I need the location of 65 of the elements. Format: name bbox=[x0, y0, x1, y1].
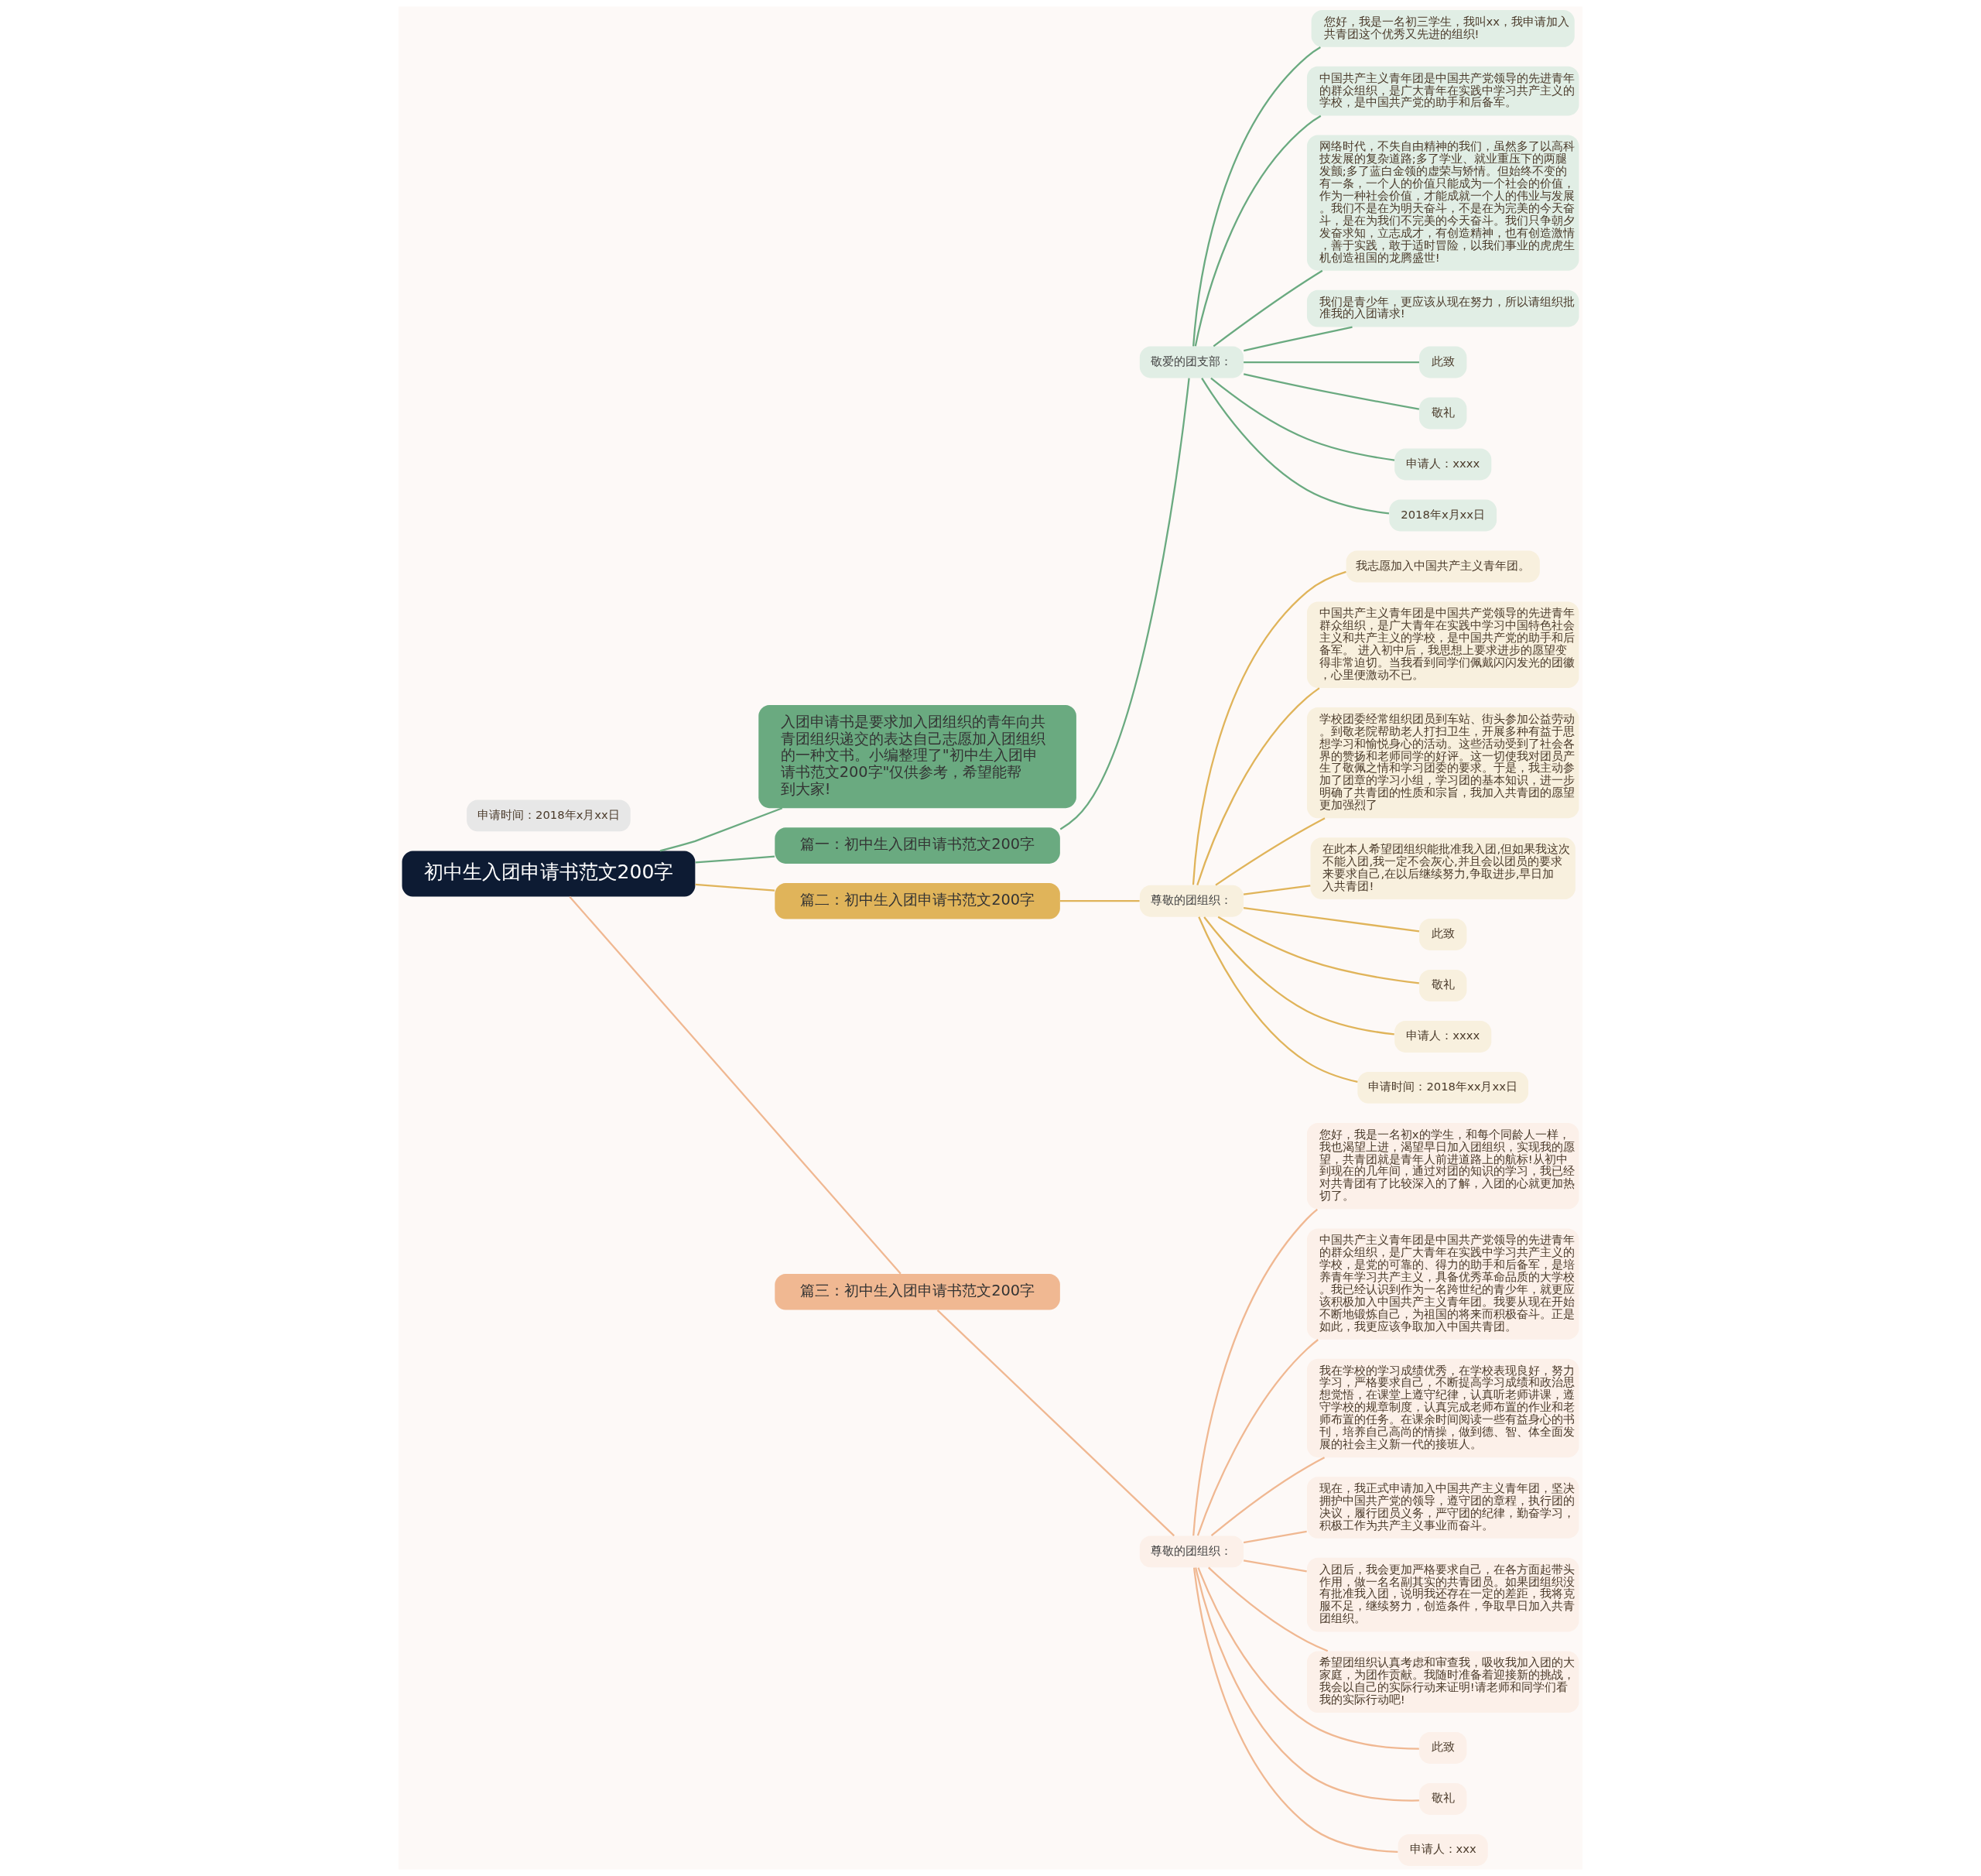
connector bbox=[695, 883, 775, 892]
connector bbox=[1213, 269, 1323, 347]
node-box: 篇二：初中生入团申请书范文200字 bbox=[775, 882, 1060, 919]
node-box: 篇一：初中生入团申请书范文200字 bbox=[775, 827, 1060, 864]
node-box: 中国共产主义青年团是中国共产党领导的先进青年的群众组织，是广大青年在实践中学习共产主义的学校，是党的可靠的、得力的助手和后备军，是培养青年学习共产主义，具备优秀革命品质的大学校。我已经认识到作为一名跨世纪的青少年，就更应该积极加入中国共产主义青年团。我要从现在开始不断地锻炼自己，为祖国的将来而积极奋斗。正是如此，我更应该争取加入中国共青团。 bbox=[1306, 1228, 1579, 1340]
node-box: 现在，我正式申请加入中国共产主义青年团，坚决拥护中国共产党的领导，遵守团的章程，执行团的决议，履行团员义务，严守团的纪律，勤奋学习，积极工作为共产主义事业而奋斗。 bbox=[1306, 1477, 1579, 1539]
connector bbox=[1244, 361, 1419, 364]
connector bbox=[1243, 906, 1420, 933]
connector bbox=[1243, 885, 1311, 895]
connector bbox=[1192, 570, 1346, 885]
connector bbox=[1198, 916, 1358, 1083]
node-box: 在此本人希望团组织能批准我入团,但如果我这次不能入团,我一定不会灰心,并且会以团员的要求来要求自己,在以后继续努力,争取进步,早日加入共青团! bbox=[1310, 837, 1576, 899]
connector bbox=[569, 896, 902, 1275]
node-box: 尊敬的团组织： bbox=[1139, 1535, 1244, 1568]
connector bbox=[1208, 1566, 1329, 1652]
node-box: 敬礼 bbox=[1419, 397, 1467, 430]
connector bbox=[1196, 687, 1320, 886]
node-box: 中国共产主义青年团是中国共产党领导的先进青年的群众组织，是广大青年在实践中学习共产主义的学校，是中国共产党的助手和后备军。 bbox=[1306, 66, 1579, 116]
connector bbox=[1201, 378, 1390, 515]
connector bbox=[1244, 326, 1353, 352]
connector bbox=[1215, 817, 1326, 886]
connector bbox=[695, 855, 775, 864]
node-box: 申请时间：2018年xx月xx日 bbox=[1357, 1071, 1529, 1104]
connector bbox=[936, 1309, 1175, 1537]
node-box: 篇三：初中生入团申请书范文200字 bbox=[775, 1273, 1060, 1310]
node-box: 此致 bbox=[1419, 918, 1467, 950]
node-box: 我志愿加入中国共产主义青年团。 bbox=[1346, 550, 1540, 583]
connector bbox=[1195, 1567, 1419, 1802]
connector bbox=[1060, 900, 1140, 902]
connector bbox=[1203, 916, 1394, 1036]
node-box: 敬礼 bbox=[1419, 969, 1467, 1001]
node-box: 我们是青少年，更应该从现在努力，所以请组织批准我的入团请求! bbox=[1306, 289, 1579, 327]
node-box: 申请人：xxxx bbox=[1394, 448, 1492, 481]
node-box: 申请人：xxx bbox=[1398, 1834, 1488, 1866]
node-box: 希望团组织认真考虑和审查我，吸收我加入团的大家庭，为团作贡献。我随时准备着迎接新的挑战，我会以自己的实际行动来证明!请老师和同学们看我的实际行动吧! bbox=[1306, 1651, 1579, 1713]
node-box: 尊敬的团组织： bbox=[1139, 885, 1244, 917]
node-box: 入团申请书是要求加入团组织的青年向共青团组织递交的表达自己志愿加入团组织的一种文书。小编整理了"初中生入团申请书范文200字"仅供参考，希望能帮到大家! bbox=[758, 705, 1076, 809]
connector bbox=[1194, 115, 1322, 347]
connector bbox=[1192, 1567, 1398, 1854]
connector bbox=[1210, 1457, 1326, 1536]
connector bbox=[1197, 1567, 1419, 1750]
connector bbox=[1210, 377, 1395, 461]
connector bbox=[659, 807, 783, 852]
node-box: 您好，我是一名初x的学生，和每个同龄人一样，我也渴望上进，渴望早日加入团组织，实现我的愿望，共青团就是青年人前进道路上的航标!从初中到现在的几年间，通过对团的知识的学习，我已经对共青团有了比较深入的了解，入团的心就更加热切了。 bbox=[1306, 1122, 1579, 1210]
connector bbox=[1243, 1559, 1307, 1573]
node-box: 我在学校的学习成绩优秀，在学校表现良好，努力学习，严格要求自己，不断提高学习成绩和政治思想觉悟，在课堂上遵守纪律，认真听老师讲课，遵守学校的规章制度，认真完成老师布置的作业和老师布置的任务。在课余时间阅读一些有益身心的书刊，培养自己高尚的情操，做到德、智、体全面发展的社会主义新一代的接班人。 bbox=[1306, 1358, 1579, 1458]
node-box: 此致 bbox=[1419, 1732, 1467, 1764]
connector bbox=[1217, 916, 1419, 984]
node-box: 入团后，我会更加严格要求自己，在各方面起带头作用，做一名名副其实的共青团员。如果团组织没有批准我入团，说明我还存在一定的差距，我将克服不足，继续努力，创造条件，争取早日加入共青团组织。 bbox=[1306, 1557, 1579, 1632]
connector bbox=[1192, 1208, 1319, 1536]
node-box: 敬爱的团支部： bbox=[1139, 346, 1244, 378]
node-box: 敬礼 bbox=[1419, 1783, 1467, 1815]
node-box: 初中生入团申请书范文200字 bbox=[402, 851, 696, 897]
node-box: 学校团委经常组织团员到车站、街头参加公益劳动。到敬老院帮助老人打扫卫生，开展多种有益于思想学习和愉悦身心的活动。这些活动受到了社会各界的赞扬和老师同学的好评。这一切使我对团员产生了敬佩之情和学习团委的要求。于是，我主动参加了团章的学习小组，学习团的基本知识，进一步明确了共青团的性质和宗旨，我加入共青团的愿望更加强烈了 bbox=[1306, 707, 1579, 819]
node-box: 网络时代，不失自由精神的我们，虽然多了以高科技发展的复杂道路;多了学业、就业重压下的两腿发颤;多了蓝白金领的虚荣与矫情。但始终不变的有一条，一个人的价值只能成为一个社会的价值，作为一种社会价值，才能成就一个人的伟业与发展。我们不是在为明天奋斗，不是在为完美的今天奋斗，是在为我们不完美的今天奋斗。我们只争朝夕发奋求知，立志成才，有创造精神，也有创造激情，善于实践，敢于适时冒险，以我们事业的虎虎生机创造祖国的龙腾盛世! bbox=[1306, 135, 1579, 271]
connector bbox=[1243, 373, 1420, 410]
connector bbox=[1059, 378, 1190, 830]
node-box: 2018年x月xx日 bbox=[1389, 499, 1497, 532]
connector bbox=[1196, 1339, 1319, 1536]
node-box: 申请人：xxxx bbox=[1394, 1020, 1492, 1053]
node-box: 此致 bbox=[1419, 346, 1467, 378]
node-box: 您好，我是一名初三学生，我叫xx，我申请加入共青团这个优秀又先进的组织! bbox=[1311, 10, 1575, 47]
connector bbox=[1192, 46, 1321, 347]
connector bbox=[1243, 1530, 1307, 1544]
node-box: 中国共产主义青年团是中国共产党领导的先进青年群众组织，是广大青年在实践中学习中国特色社会主义和共产主义的学校，是中国共产党的助手和后备军。 进入初中后，我思想上要求进步的愿望变得非常迫切。当我看到同学们佩戴闪闪发光的团徽，心里便激动不已。 bbox=[1306, 601, 1579, 688]
